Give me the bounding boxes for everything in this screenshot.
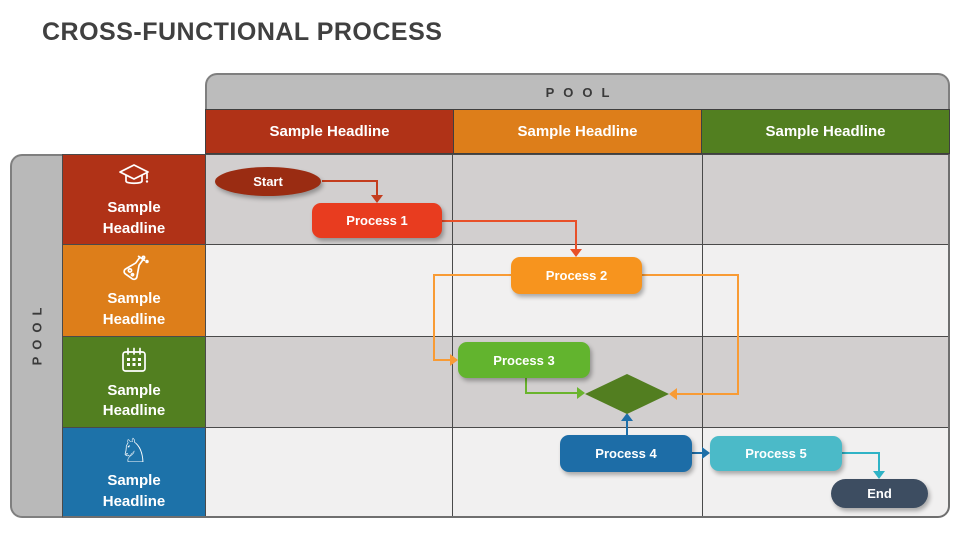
connector-process5-end (842, 452, 880, 454)
column-header-3: Sample Headline (702, 110, 949, 153)
end-node: End (831, 479, 928, 508)
connector-process3-decision (525, 378, 527, 394)
grid-cell-r3c3 (703, 337, 948, 427)
process4-node-label: Process 4 (595, 446, 657, 461)
start-node-label: Start (253, 174, 283, 189)
process2-node-label: Process 2 (545, 268, 608, 283)
column-header-3-label: Sample Headline (765, 123, 886, 140)
connector-process2-decision (677, 393, 739, 395)
process3-node-label: Process 3 (493, 352, 555, 368)
column-header-1: Sample Headline (206, 110, 453, 153)
lane-header-4-label: Sample Headline (102, 472, 166, 510)
lane-header-1: Sample Headline (63, 155, 205, 244)
process1-node: Process 1 (312, 203, 442, 238)
process1-node-label: Process 1 (346, 213, 408, 228)
chess-knight-icon: ♘ (119, 431, 149, 471)
pool-header-top: POOL (205, 73, 950, 109)
flask-icon (116, 251, 152, 287)
column-header-1-label: Sample Headline (269, 123, 390, 140)
pool-left-label: POOL (29, 300, 45, 365)
connector-process2-process3 (433, 359, 450, 361)
lane-header-1-label: Sample Headline (102, 199, 166, 237)
arrowhead-right-icon (450, 354, 458, 366)
connector-process5-end (878, 452, 880, 471)
grid-cell-r2c1 (206, 245, 452, 336)
column-header-2-label: Sample Headline (517, 123, 638, 140)
arrowhead-down-icon (570, 249, 582, 257)
pool-top-label: POOL (545, 84, 619, 100)
column-header-2: Sample Headline (454, 110, 701, 153)
lane-header-2: Sample Headline (63, 245, 205, 336)
grid-cell-r3c1 (206, 337, 452, 427)
pool-header-left: POOL (10, 154, 62, 518)
connector-process4-process5 (692, 452, 704, 454)
connector-process2-process3 (433, 274, 435, 360)
end-node-label: End (867, 486, 892, 501)
process3-node: Process 3 (458, 342, 590, 378)
lane-header-3-label: Sample Headline (102, 381, 166, 419)
grid-cell-r4c1 (206, 428, 452, 516)
lane-header-4: ♘ Sample Headline (63, 428, 205, 516)
column-header-row: Sample Headline Sample Headline Sample H… (205, 109, 950, 154)
process5-node: Process 5 (710, 436, 842, 471)
swimlane-grid: Sample Headline Sample Headline (62, 154, 950, 518)
start-node: Start (215, 167, 321, 196)
grid-cell-r1c2 (453, 155, 702, 244)
process4-node: Process 4 (560, 435, 692, 472)
graduation-cap-icon (116, 160, 152, 196)
connector-process1-process2 (575, 220, 577, 249)
arrowhead-right-icon (577, 387, 585, 399)
process5-node-label: Process 5 (745, 446, 807, 461)
connector-process2-decision (642, 274, 739, 276)
connector-process2-decision (737, 274, 739, 394)
arrowhead-up-icon (621, 413, 633, 421)
calendar-icon (116, 343, 152, 379)
grid-cell-r1c3 (703, 155, 948, 244)
connector-process3-decision (525, 392, 577, 394)
connector-process4-decision (626, 421, 628, 435)
connector-start-process1 (376, 180, 378, 196)
connector-process1-process2 (442, 220, 577, 222)
arrowhead-down-icon (873, 471, 885, 479)
arrowhead-left-icon (669, 388, 677, 400)
arrowhead-down-icon (371, 195, 383, 203)
grid-cell-r2c3 (703, 245, 948, 336)
lane-header-3: Sample Headline (63, 337, 205, 427)
connector-process2-process3 (433, 274, 511, 276)
process2-node: Process 2 (511, 257, 642, 294)
arrowhead-right-icon (702, 447, 710, 459)
lane-header-2-label: Sample Headline (102, 290, 166, 328)
page-title: CROSS-FUNCTIONAL PROCESS (42, 18, 443, 46)
connector-start-process1 (322, 180, 378, 182)
